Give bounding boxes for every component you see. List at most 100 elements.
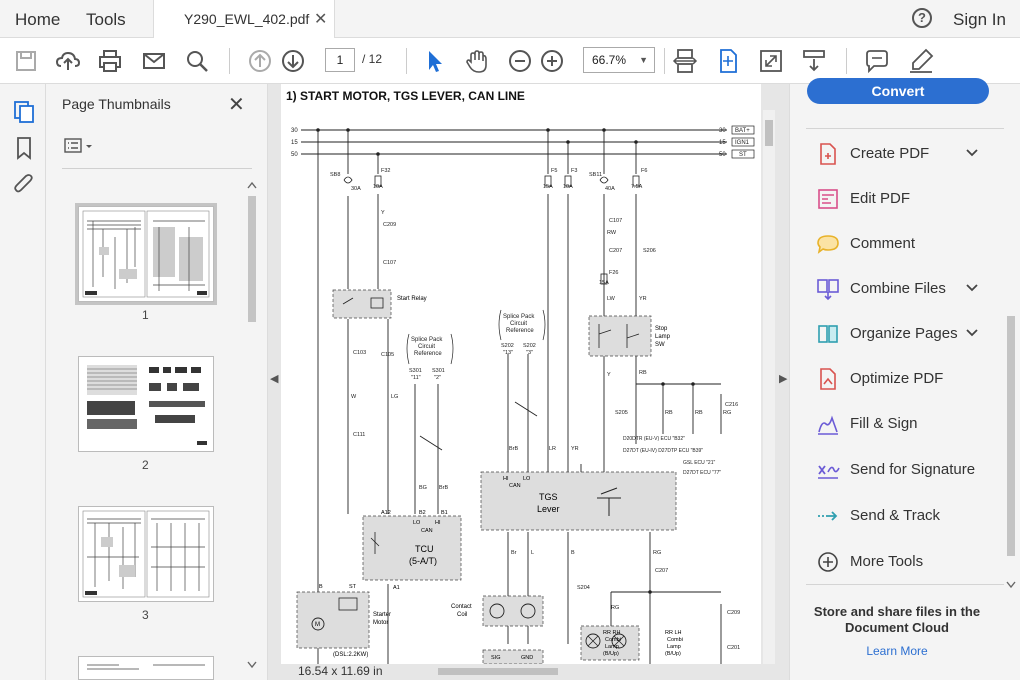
help-icon[interactable]: ?: [912, 8, 932, 28]
email-icon[interactable]: [141, 48, 167, 74]
splice-text: Splice Pack: [411, 337, 443, 343]
stop-lamp-switch: Stop Lamp SW: [588, 315, 671, 357]
document-view[interactable]: 1) START MOTOR, TGS LEVER, CAN LINE 30 1…: [268, 84, 789, 680]
tool-optimize-pdf[interactable]: Optimize PDF: [790, 359, 1004, 399]
document-horizontal-scrollbar[interactable]: [408, 665, 748, 677]
wire-color-label: LW: [607, 296, 616, 302]
zoom-level-select[interactable]: 66.7%▼: [583, 47, 655, 73]
scroll-thumb[interactable]: [765, 120, 773, 146]
fit-page-icon[interactable]: [715, 48, 741, 74]
fuse-label: 30A: [351, 186, 361, 192]
page-thumbnail-2[interactable]: [78, 356, 214, 452]
zoom-out-icon[interactable]: [507, 48, 533, 74]
chevron-down-icon[interactable]: [965, 326, 979, 340]
tool-organize-pages[interactable]: Organize Pages: [790, 314, 1004, 354]
thumbnails-scrollbar[interactable]: [246, 180, 258, 670]
search-icon[interactable]: [184, 48, 210, 74]
lamp-text: Combi: [667, 637, 683, 643]
tool-create-pdf[interactable]: Create PDF: [790, 134, 1004, 174]
lamp-text: Combi: [605, 637, 621, 643]
tcu-pin: CAN: [421, 528, 433, 534]
sign-in-link[interactable]: Sign In: [953, 10, 1006, 29]
rail-label: 50: [291, 152, 298, 158]
tool-label: Edit PDF: [850, 190, 911, 207]
stop-lamp-text: Lamp: [655, 334, 671, 340]
tool-label: Fill & Sign: [850, 415, 918, 432]
scroll-thumb[interactable]: [438, 668, 558, 675]
convert-button[interactable]: Convert: [807, 78, 989, 104]
close-panel-icon[interactable]: ✕: [228, 94, 245, 116]
hand-tool-icon[interactable]: [464, 48, 490, 74]
fit-width-icon[interactable]: [672, 48, 698, 74]
page-thumbnail-4[interactable]: [78, 656, 214, 680]
print-icon[interactable]: [97, 48, 123, 74]
collapse-right-panel-icon[interactable]: ▶: [779, 373, 788, 385]
connector-label: S205: [615, 410, 628, 416]
page-thumbnail-3[interactable]: [78, 506, 214, 602]
sig-label: SIG: [491, 655, 500, 661]
fuse-label: F32: [381, 168, 390, 174]
toolbar-divider: [846, 48, 847, 74]
wire-color-label: Y: [381, 210, 385, 216]
wire-color-label: Br: [511, 550, 517, 556]
splice-id: S301: [409, 368, 422, 374]
home-menu[interactable]: Home: [15, 10, 61, 29]
connector-label: C107: [383, 260, 396, 266]
page-number-input[interactable]: 1: [325, 48, 355, 72]
comment-icon[interactable]: [864, 48, 890, 74]
select-cursor-icon[interactable]: [421, 48, 447, 74]
thumbnail-options-icon[interactable]: [64, 136, 96, 156]
wire-color-label: RB: [665, 410, 673, 416]
wire-color-label: BrB: [439, 485, 449, 491]
connector-label: C216: [725, 402, 738, 408]
save-icon[interactable]: [13, 48, 39, 74]
wire-color-label: RB: [639, 370, 647, 376]
document-cloud-promo: Store and share files in the Document Cl…: [790, 604, 1004, 636]
next-page-icon[interactable]: [280, 48, 306, 74]
cloud-upload-icon[interactable]: [55, 48, 81, 74]
tool-combine-files[interactable]: Combine Files: [790, 269, 1004, 309]
highlight-pen-icon[interactable]: [908, 48, 934, 74]
tool-label: Send & Track: [850, 507, 941, 524]
tool-more-tools[interactable]: More Tools: [790, 542, 1004, 582]
zoom-in-icon[interactable]: [539, 48, 565, 74]
full-screen-icon[interactable]: [758, 48, 784, 74]
svg-text:M: M: [315, 622, 320, 628]
collapse-left-panel-icon[interactable]: ◀: [270, 373, 279, 385]
tool-label: Send for Signature: [850, 461, 976, 478]
thumbnail-1-preview: [82, 210, 210, 298]
combine-files-icon: [817, 279, 839, 301]
attachment-icon[interactable]: [13, 172, 35, 196]
previous-page-icon[interactable]: [247, 48, 273, 74]
tools-menu[interactable]: Tools: [86, 10, 126, 29]
connector-label: C207: [609, 248, 622, 254]
chevron-down-icon[interactable]: [965, 146, 979, 160]
tool-label: Create PDF: [850, 145, 930, 162]
page-thumbnail-1[interactable]: [75, 203, 217, 305]
document-vertical-scrollbar[interactable]: [763, 110, 775, 664]
bookmark-icon[interactable]: [13, 136, 35, 160]
fill-sign-icon: [818, 415, 838, 435]
document-tab-label: Y290_EWL_402.pdf: [184, 11, 310, 27]
tools-panel: Convert Create PDF Edit PDF Comment Comb…: [789, 78, 1020, 680]
tool-fill-sign[interactable]: Fill & Sign: [790, 404, 1004, 444]
tool-send-signature[interactable]: Send for Signature: [790, 450, 1004, 490]
learn-more-link[interactable]: Learn More: [866, 644, 928, 658]
tool-comment[interactable]: Comment: [790, 224, 1004, 264]
stop-lamp-text: SW: [655, 342, 665, 348]
tool-edit-pdf[interactable]: Edit PDF: [790, 179, 1004, 219]
tool-send-track[interactable]: Send & Track: [790, 496, 1004, 536]
zoom-level-value: 66.7%: [592, 53, 627, 67]
coil-text: Contact: [451, 604, 472, 610]
lamp-text: Lamp: [667, 644, 681, 650]
scroll-mode-icon[interactable]: [801, 48, 827, 74]
close-tab-icon[interactable]: ✕: [314, 11, 328, 28]
tools-scrollbar[interactable]: [1004, 124, 1018, 594]
chevron-down-icon[interactable]: [965, 281, 979, 295]
document-tab[interactable]: Y290_EWL_402.pdf ✕: [153, 0, 335, 38]
connector-label: C107: [609, 218, 622, 224]
page-thumbnails-icon[interactable]: [13, 100, 35, 124]
wire-color-label: Y: [607, 372, 611, 378]
tcu-pin: A1: [393, 585, 400, 591]
tcu-pin: A12: [381, 510, 391, 516]
